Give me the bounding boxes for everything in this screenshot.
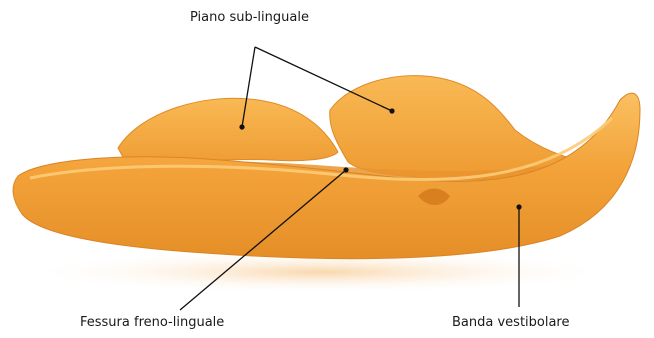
vestibular-band xyxy=(13,93,640,259)
pointer-dot-fissure xyxy=(343,167,348,172)
label-piano-sub-linguale: Piano sub-linguale xyxy=(190,10,309,26)
pointer-dot-band xyxy=(516,204,521,209)
pointer-dot-left-pad xyxy=(239,124,244,129)
label-fessura-freno-linguale: Fessura freno-linguale xyxy=(80,315,224,331)
pointer-dot-right-pad xyxy=(389,108,394,113)
label-banda-vestibolare: Banda vestibolare xyxy=(452,315,570,331)
pointer-line-right-pad xyxy=(255,47,392,111)
